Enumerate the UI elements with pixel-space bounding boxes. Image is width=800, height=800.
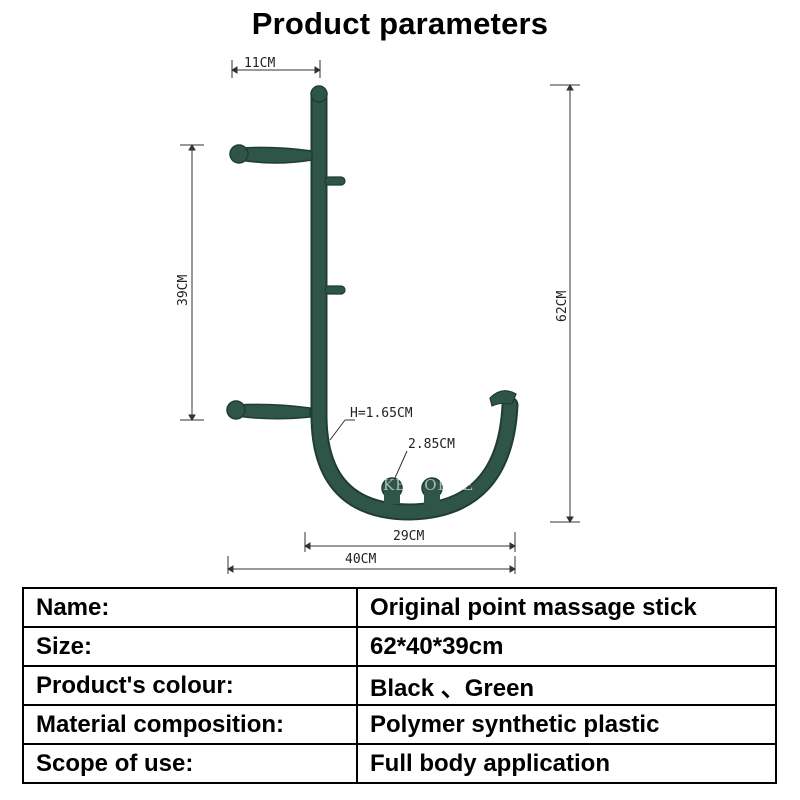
table-row: Scope of use: Full body application bbox=[22, 743, 777, 784]
spec-label: Material composition: bbox=[22, 704, 358, 745]
spec-label: Size: bbox=[22, 626, 358, 667]
spec-label: Scope of use: bbox=[22, 743, 358, 784]
page-title: Product parameters bbox=[251, 6, 549, 41]
spec-label: Name: bbox=[22, 587, 358, 628]
upper-arm bbox=[239, 146, 313, 164]
dimension-height-left: 39CM bbox=[176, 275, 191, 306]
lower-arm bbox=[236, 403, 311, 420]
product-diagram: MIKE FORCE bbox=[176, 56, 580, 574]
upper-arm-knob bbox=[229, 144, 249, 164]
peg-lower bbox=[324, 285, 346, 295]
top-knob bbox=[310, 85, 328, 103]
table-row: Product's colour: Black 、Green bbox=[22, 665, 777, 706]
table-row: Material composition: Polymer synthetic … bbox=[22, 704, 777, 745]
dimension-lines bbox=[180, 60, 580, 574]
spec-value: Black 、Green bbox=[356, 665, 777, 706]
spec-value: 62*40*39cm bbox=[356, 626, 777, 667]
spec-label: Product's colour: bbox=[22, 665, 358, 706]
dimension-height-total: 62CM bbox=[555, 291, 570, 322]
spec-value: Full body application bbox=[356, 743, 777, 784]
spec-value: Polymer synthetic plastic bbox=[356, 704, 777, 745]
massage-stick-illustration bbox=[226, 85, 519, 521]
dimension-knob: 2.85CM bbox=[408, 437, 455, 452]
table-row: Name: Original point massage stick bbox=[22, 587, 777, 628]
watermark: MIKE FORCE bbox=[360, 476, 475, 494]
dimension-width-top: 11CM bbox=[244, 56, 275, 71]
table-row: Size: 62*40*39cm bbox=[22, 626, 777, 667]
stick-body bbox=[312, 91, 517, 519]
hook-tip bbox=[489, 390, 517, 407]
dimension-hook-width: 29CM bbox=[393, 529, 424, 544]
specs-table: Name: Original point massage stick Size:… bbox=[22, 587, 777, 784]
peg-upper bbox=[324, 176, 346, 186]
dimension-total-width: 40CM bbox=[345, 552, 376, 567]
lower-arm-knob bbox=[226, 400, 246, 420]
dimension-thickness: H=1.65CM bbox=[350, 406, 413, 421]
spec-value: Original point massage stick bbox=[356, 587, 777, 628]
